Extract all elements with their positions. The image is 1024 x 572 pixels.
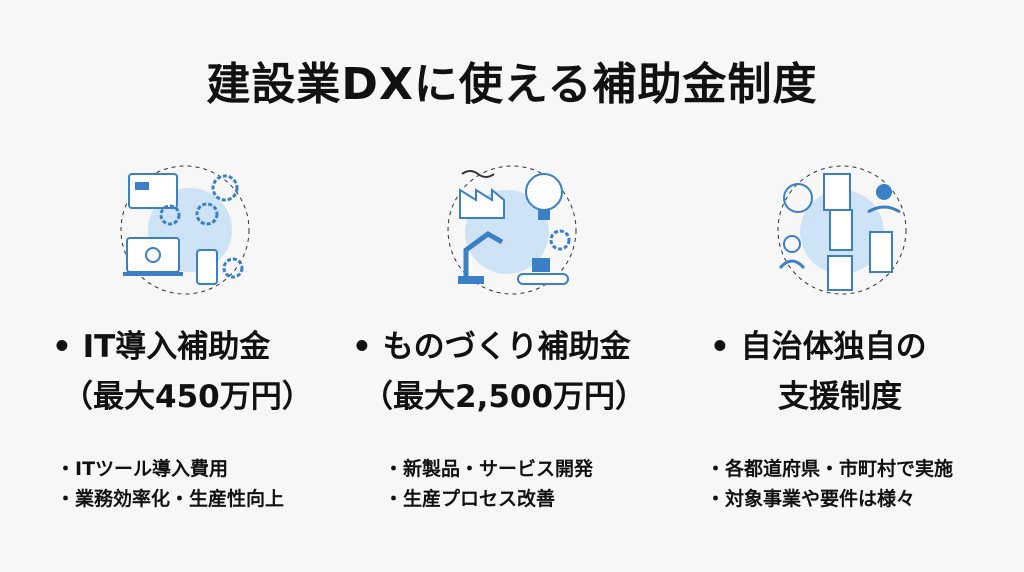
- list-item: ITツール導入費用: [56, 454, 284, 484]
- list-item: 対象事業や要件は様々: [706, 484, 953, 514]
- bullet-list: 各都道府県・市町村で実施 対象事業や要件は様々: [706, 454, 953, 514]
- column-subheading: （最大2,500万円）: [362, 379, 647, 415]
- factory-robot-lightbulb-icon: [447, 165, 577, 295]
- city-buildings-people-icon: [777, 165, 907, 295]
- bullet-list: 新製品・サービス開発 生産プロセス改善: [384, 454, 593, 514]
- column-subheading: 支援制度: [778, 379, 902, 415]
- it-devices-gears-icon: [120, 165, 250, 295]
- column-heading: • ものづくり補助金: [352, 329, 631, 365]
- list-item: 業務効率化・生産性向上: [56, 484, 284, 514]
- page-title: 建設業DXに使える補助金制度: [206, 59, 818, 110]
- list-item: 新製品・サービス開発: [384, 454, 593, 484]
- column-subheading: （最大450万円）: [62, 379, 313, 415]
- column-heading: • 自治体独自の: [710, 329, 927, 365]
- list-item: 生産プロセス改善: [384, 484, 593, 514]
- list-item: 各都道府県・市町村で実施: [706, 454, 953, 484]
- column-heading: • IT導入補助金: [52, 329, 271, 365]
- bullet-list: ITツール導入費用 業務効率化・生産性向上: [56, 454, 284, 514]
